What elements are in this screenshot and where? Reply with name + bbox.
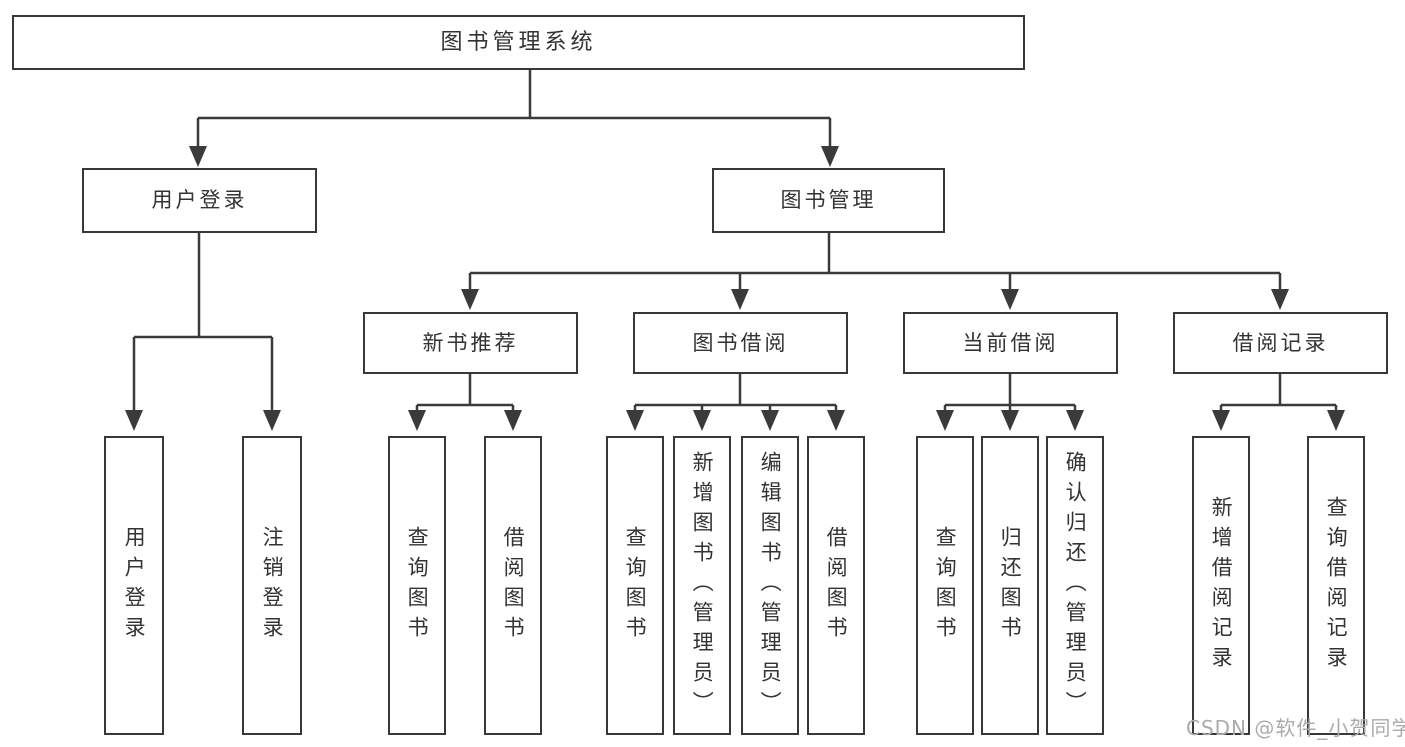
leaf-borrow-add-books: 新增图书（管理员） bbox=[673, 436, 731, 735]
node-current-borrow-label: 当前借阅 bbox=[962, 330, 1059, 355]
node-book-management-label: 图书管理 bbox=[780, 188, 877, 213]
node-new-book-recommend-label: 新书推荐 bbox=[422, 330, 519, 355]
leaf-logout: 注销登录 bbox=[242, 436, 302, 735]
leaf-rec-borrow-books-label: 借阅图书 bbox=[501, 525, 526, 646]
node-root-label: 图书管理系统 bbox=[440, 29, 597, 55]
leaf-borrow-edit-books-label: 编辑图书（管理员） bbox=[758, 450, 783, 721]
leaf-current-return-books: 归还图书 bbox=[981, 436, 1039, 735]
leaf-borrow-query-books: 查询图书 bbox=[606, 436, 664, 735]
leaf-current-confirm-return: 确认归还（管理员） bbox=[1046, 436, 1104, 735]
leaf-borrow-add-books-label: 新增图书（管理员） bbox=[690, 450, 715, 721]
node-user-login-label: 用户登录 bbox=[151, 188, 248, 213]
leaf-borrow-edit-books: 编辑图书（管理员） bbox=[741, 436, 799, 735]
leaf-borrow-borrow-books-label: 借阅图书 bbox=[824, 525, 849, 646]
node-book-management: 图书管理 bbox=[712, 168, 945, 233]
node-root: 图书管理系统 bbox=[12, 15, 1025, 70]
leaf-user-login: 用户登录 bbox=[104, 436, 164, 735]
node-book-borrow: 图书借阅 bbox=[633, 312, 848, 374]
leaf-rec-borrow-books: 借阅图书 bbox=[484, 436, 542, 735]
leaf-rec-query-books: 查询图书 bbox=[388, 436, 446, 735]
leaf-current-query-books: 查询图书 bbox=[916, 436, 974, 735]
leaf-rec-query-books-label: 查询图书 bbox=[405, 525, 430, 646]
leaf-records-query-record-label: 查询借阅记录 bbox=[1324, 495, 1349, 676]
leaf-logout-label: 注销登录 bbox=[260, 525, 285, 646]
leaf-user-login-label: 用户登录 bbox=[122, 525, 147, 646]
node-new-book-recommend: 新书推荐 bbox=[363, 312, 578, 374]
node-book-borrow-label: 图书借阅 bbox=[692, 330, 789, 355]
node-borrow-records: 借阅记录 bbox=[1173, 312, 1388, 374]
node-borrow-records-label: 借阅记录 bbox=[1232, 330, 1329, 355]
leaf-current-confirm-return-label: 确认归还（管理员） bbox=[1063, 450, 1088, 721]
leaf-borrow-query-books-label: 查询图书 bbox=[623, 525, 648, 646]
node-user-login: 用户登录 bbox=[82, 168, 317, 233]
leaf-records-add-record: 新增借阅记录 bbox=[1192, 436, 1250, 735]
leaf-borrow-borrow-books: 借阅图书 bbox=[807, 436, 865, 735]
leaf-current-query-books-label: 查询图书 bbox=[933, 525, 958, 646]
leaf-current-return-books-label: 归还图书 bbox=[998, 525, 1023, 646]
node-current-borrow: 当前借阅 bbox=[903, 312, 1118, 374]
csdn-watermark: CSDN @软件_小贺同学 bbox=[1186, 716, 1405, 740]
leaf-records-add-record-label: 新增借阅记录 bbox=[1209, 495, 1234, 676]
leaf-records-query-record: 查询借阅记录 bbox=[1307, 436, 1365, 735]
